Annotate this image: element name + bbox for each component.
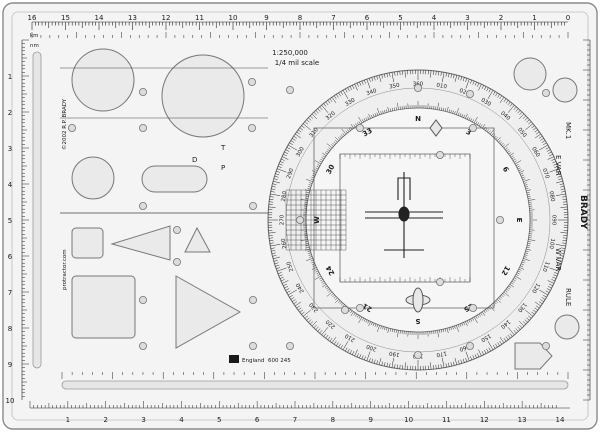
unit-nm: nm: [30, 43, 39, 49]
ruler-label-top: 15: [61, 14, 70, 22]
ruler-label-top: 2: [499, 14, 503, 22]
ruler-label-top: 8: [298, 14, 302, 22]
ruler-label-top: 5: [398, 14, 402, 22]
square-cutout-large: [72, 276, 135, 338]
ruler-label-left: 1: [8, 73, 12, 81]
ruler-label-bottom: 8: [331, 416, 335, 424]
compass-cardinal-label: N: [415, 115, 421, 123]
ruler-label-top: 6: [365, 14, 370, 22]
compass-cardinal-label: S: [415, 317, 420, 325]
ruler-label-bottom: 11: [442, 416, 451, 424]
ruler-label-left: 3: [8, 145, 12, 153]
ruler-label-top: 4: [432, 14, 437, 22]
ruler-label-bottom: 13: [518, 416, 527, 424]
brady-logo: [229, 355, 239, 363]
square-cutout-small: [72, 228, 103, 258]
ruler-label-bottom: 7: [293, 416, 297, 424]
ruler-label-top: 1: [532, 14, 536, 22]
circle-cutout-right-small: [553, 78, 577, 102]
copyright-text: ©2002 R.P. BRADY: [61, 98, 68, 150]
ruler-label-top: 14: [95, 14, 104, 22]
ruler-label-bottom: 9: [368, 416, 372, 424]
circle-cutout-medium: [72, 157, 114, 199]
propeller-cutout: [413, 288, 423, 312]
label-d: D: [192, 156, 197, 164]
ruler-label-left: 9: [8, 361, 12, 369]
ruler-label-bottom: 4: [179, 416, 184, 424]
brand-name: BRADY: [578, 195, 588, 230]
model-mark: MK.1: [564, 122, 572, 139]
ruler-label-bottom: 3: [141, 416, 145, 424]
ruler-label-bottom: 12: [480, 416, 489, 424]
ruler-label-bottom: 2: [103, 416, 107, 424]
ruler-label-bottom: 1: [66, 416, 70, 424]
wvar-label: W VAR: [554, 248, 562, 271]
ruler-label-left: 8: [8, 325, 12, 333]
circle-cutout-right: [514, 58, 546, 90]
compass-cardinal-label: E: [515, 218, 523, 223]
rule-label: RULE: [564, 288, 572, 306]
made-in-text: England: [242, 358, 264, 364]
bottom-slot: [62, 381, 568, 389]
label-t: T: [220, 144, 226, 152]
compass-degree-label: 090: [551, 215, 557, 226]
scale-subtitle: 1/4 mil scale: [275, 59, 319, 67]
left-slot: [33, 52, 41, 368]
ruler-label-left: 7: [8, 289, 12, 297]
label-p: P: [221, 164, 225, 172]
ruler-label-bottom: 10: [404, 416, 413, 424]
unit-km: km: [30, 33, 39, 39]
ruler-label-top: 0: [566, 14, 570, 22]
circle-cutout-large: [162, 55, 244, 137]
ruler-label-top: 16: [28, 14, 37, 22]
circle-cutout-small: [72, 49, 134, 111]
ruler-label-top: 13: [128, 14, 137, 22]
ruler-label-top: 7: [331, 14, 335, 22]
website-text: protractor.com: [62, 249, 68, 290]
ruler-label-top: 12: [162, 14, 171, 22]
evar-label: E VAR: [554, 155, 562, 176]
ruler-label-top: 11: [195, 14, 204, 22]
scale-title: 1:250,000: [272, 49, 308, 57]
ruler-label-left: 5: [8, 217, 12, 225]
slot-cutout-oval: [142, 166, 207, 192]
ruler-label-left: 2: [8, 109, 12, 117]
ruler-label-left: 4: [8, 181, 13, 189]
circle-cutout-right-bottom: [555, 315, 579, 339]
ruler-label-left: 10: [6, 397, 15, 405]
ruler-label-left: 6: [8, 253, 13, 261]
ruler-label-bottom: 6: [255, 416, 260, 424]
ruler-label-top: 3: [465, 14, 469, 22]
ruler-label-top: 10: [229, 14, 238, 22]
compass-degree-label: 270: [280, 214, 286, 225]
ruler-label-top: 9: [264, 14, 268, 22]
part-number: 600 245: [268, 358, 291, 364]
ruler-label-bottom: 5: [217, 416, 221, 424]
ruler-label-bottom: 14: [556, 416, 565, 424]
